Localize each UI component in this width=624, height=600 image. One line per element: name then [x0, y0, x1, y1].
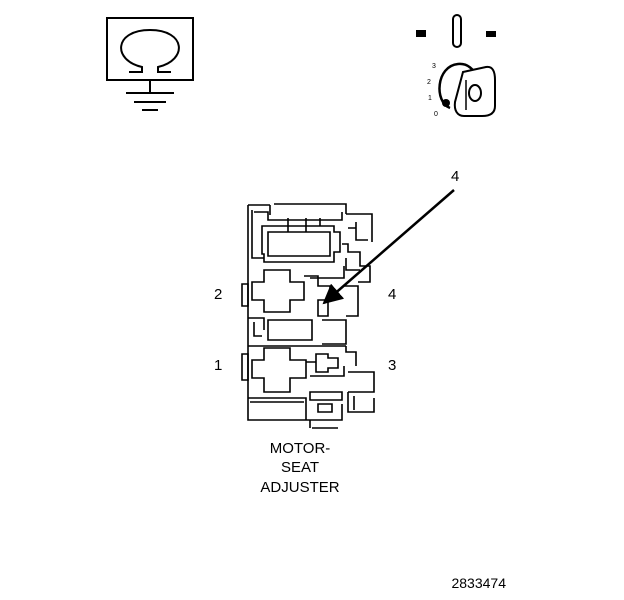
component-caption: MOTOR- SEAT ADJUSTER	[260, 440, 339, 496]
callout-arrow	[322, 189, 455, 305]
caption-line-2: SEAT	[281, 459, 319, 476]
switch-contact-right	[486, 31, 496, 37]
caption-line-1: MOTOR-	[270, 440, 331, 457]
switch-blade	[452, 14, 462, 48]
figure-number: 2833474	[451, 575, 506, 591]
key-position-1: 1	[428, 95, 432, 102]
pin-label-1: 1	[214, 357, 222, 374]
switch-contact-left	[416, 30, 426, 37]
pin-label-3: 3	[388, 357, 396, 374]
motor-seat-connector	[241, 203, 375, 429]
callout-label: 4	[451, 168, 459, 185]
key-position-3: 3	[432, 63, 436, 70]
ignition-key-icon: 3 2 1 0	[416, 14, 496, 118]
key-position-0: 0	[434, 111, 438, 118]
pin-label-2: 2	[214, 286, 222, 303]
ohm-ground-icon	[106, 17, 194, 111]
caption-line-3: ADJUSTER	[260, 479, 339, 496]
key-position-2: 2	[427, 79, 431, 86]
pin-label-4: 4	[388, 286, 396, 303]
